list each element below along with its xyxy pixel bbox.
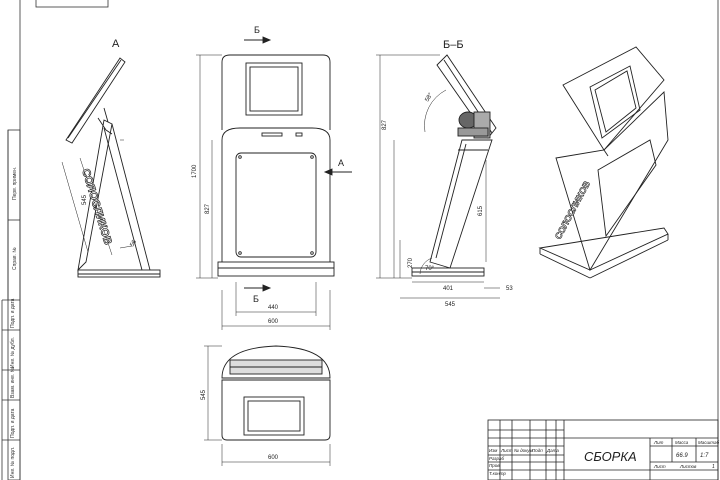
dim-front-827: 827 bbox=[205, 203, 211, 214]
dim-sec-70: 70° bbox=[425, 266, 435, 272]
header-cell: Дата bbox=[546, 448, 559, 453]
header-cell: Подп bbox=[532, 448, 543, 453]
sheet-frame bbox=[19, 0, 719, 480]
dim-sec-53: 53 bbox=[506, 286, 513, 292]
margin-labels: Перв. примен. Справ. № Подп. и дата Инв.… bbox=[10, 167, 18, 478]
section-view: Б–Б bbox=[376, 39, 500, 299]
margin-label: Справ. № bbox=[12, 247, 18, 270]
dim-sec-270: 270 bbox=[408, 257, 414, 268]
section-label: Б–Б bbox=[443, 39, 464, 51]
margin-label: Перв. примен. bbox=[12, 167, 18, 200]
dim-front-440: 440 bbox=[268, 305, 279, 311]
col-lit: Лит bbox=[653, 440, 664, 445]
title-block bbox=[487, 419, 719, 480]
mass-value: 66.9 bbox=[676, 453, 688, 459]
brand-text-iso: СОЛОСЛИКОВ bbox=[553, 179, 592, 241]
margin-label: Взам. инв. № bbox=[10, 367, 16, 398]
margin-label: Подп. и дата bbox=[10, 408, 16, 438]
row-label: Пров bbox=[489, 463, 500, 468]
dim-sec-angle-top: 58° bbox=[425, 92, 435, 103]
sheets-label: Листов bbox=[679, 464, 697, 469]
cut-mark-bottom: Б bbox=[253, 294, 259, 304]
dim-plan-600: 600 bbox=[268, 455, 279, 461]
dim-sec-827: 827 bbox=[382, 119, 388, 130]
col-scale: Масштаб bbox=[698, 440, 719, 445]
row-label: Разраб bbox=[489, 456, 505, 461]
side-view-a: А bbox=[61, 38, 161, 278]
header-cell: № докум. bbox=[514, 448, 534, 453]
dim-sec-545: 545 bbox=[445, 302, 456, 308]
plan-view bbox=[204, 345, 331, 466]
col-mass: Масса bbox=[675, 440, 689, 445]
arrow-a-label: А bbox=[338, 158, 344, 168]
cut-mark-top: Б bbox=[254, 25, 260, 35]
sheets-count: 1 bbox=[712, 464, 715, 470]
margin-label: Инв. № дубл. bbox=[10, 337, 16, 368]
dim-sec-615: 615 bbox=[478, 205, 484, 216]
margin-strip bbox=[7, 129, 21, 480]
dim-front-600: 600 bbox=[268, 319, 279, 325]
dim-side-56: 56 bbox=[130, 239, 139, 248]
top-left-stamp bbox=[35, 0, 109, 8]
front-view: Б bbox=[196, 25, 352, 330]
scale-value: 1:7 bbox=[700, 453, 709, 459]
margin-label: Подп. и дата bbox=[10, 298, 16, 328]
margin-label: Инв. № подл. bbox=[10, 447, 16, 478]
title-text: СБОРКА bbox=[584, 449, 637, 464]
dim-plan-545: 545 bbox=[201, 389, 207, 400]
row-label: Т.контр bbox=[489, 471, 506, 476]
sheet-label: Лист bbox=[653, 464, 666, 469]
dim-front-1700: 1700 bbox=[192, 164, 198, 178]
dim-sec-401: 401 bbox=[443, 286, 454, 292]
header-cell: Изм bbox=[489, 448, 497, 453]
isometric-view bbox=[538, 46, 669, 279]
header-cell: Лист bbox=[500, 448, 513, 453]
dim-side-545: 545 bbox=[82, 194, 88, 205]
view-a-label: А bbox=[112, 38, 120, 50]
